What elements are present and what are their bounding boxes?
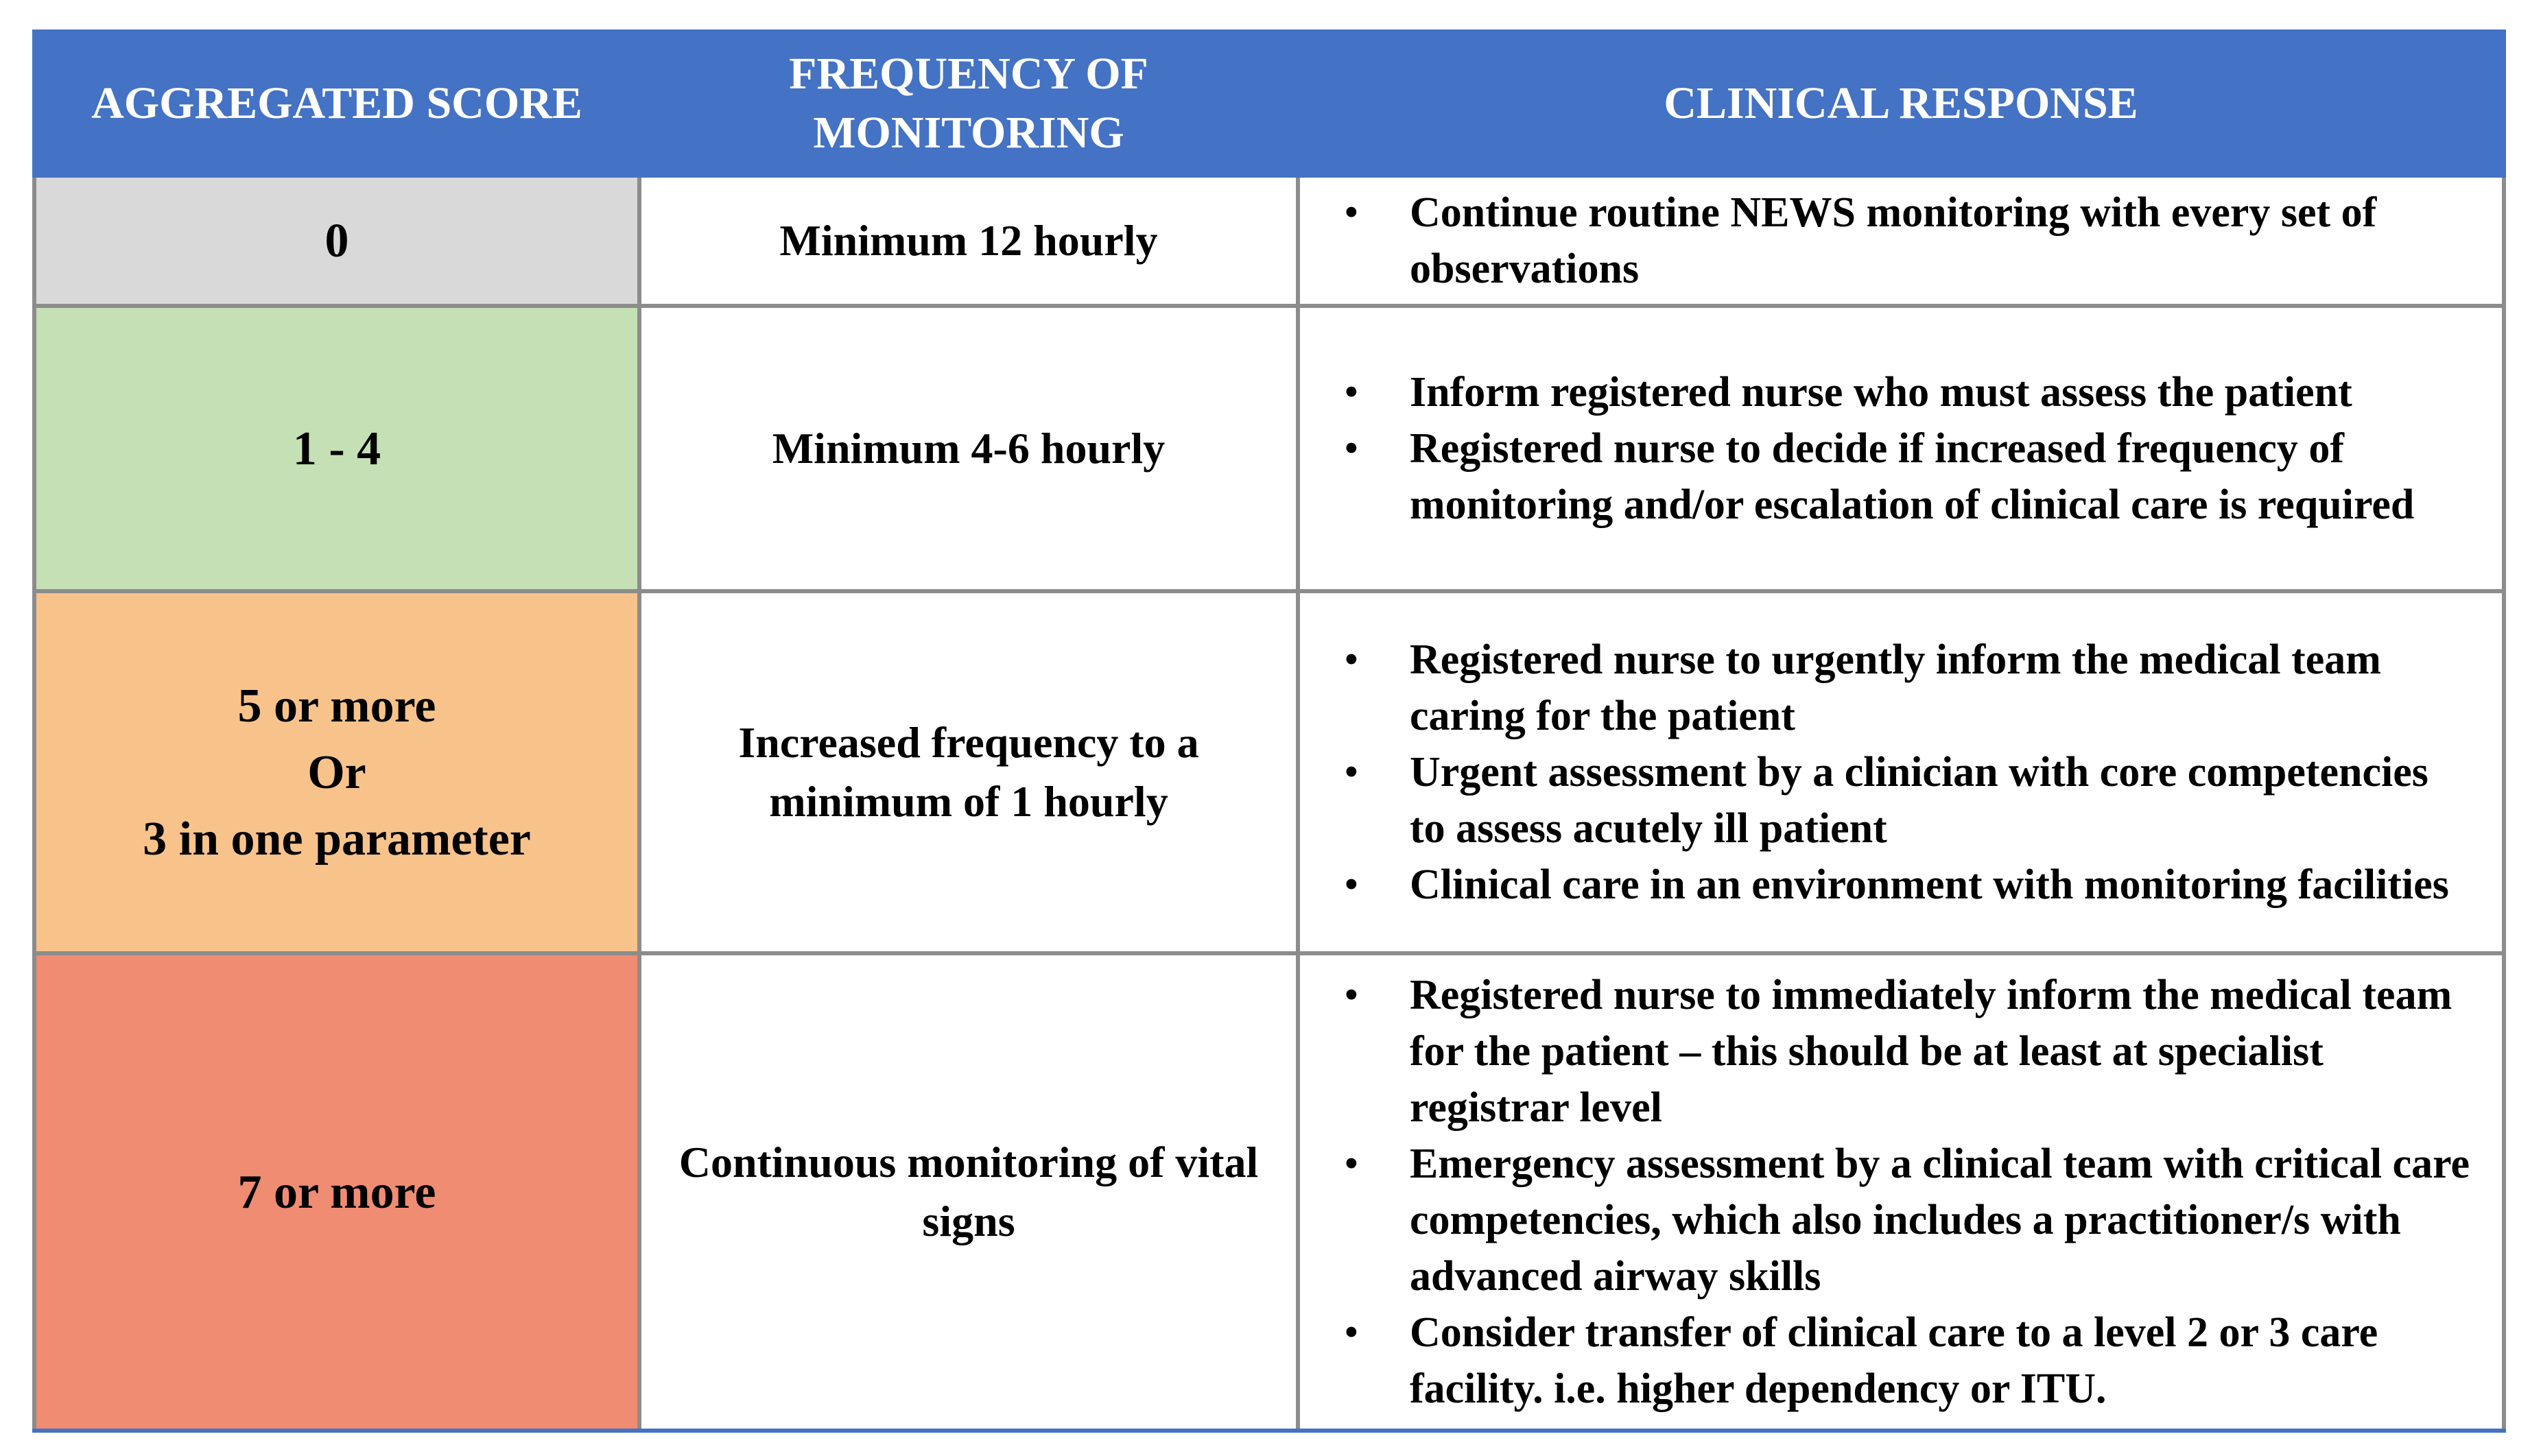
bullet-icon: • [1344, 189, 1359, 236]
bullet-icon: • [1344, 972, 1359, 1018]
table-row: 7 or more Continuous monitoring of vital… [32, 951, 2506, 1433]
response-item: • Emergency assessment by a clinical team… [1344, 1136, 2474, 1304]
table-row: 5 or more Or 3 in one parameter Increase… [32, 589, 2506, 955]
bullet-icon: • [1344, 425, 1359, 472]
response-item: • Inform registered nurse who must assess… [1344, 364, 2474, 420]
score-line: 0 [324, 214, 349, 267]
frequency-cell: Continuous monitoring of vital signs [637, 951, 1300, 1433]
score-cell-7-or-more: 7 or more [32, 951, 641, 1433]
bullet-icon: • [1344, 636, 1359, 683]
response-text: Consider transfer of clinical care to a … [1410, 1309, 2378, 1412]
table-row: 1 - 4 Minimum 4-6 hourly • Inform registe… [32, 304, 2506, 593]
response-list: • Registered nurse to immediately inform … [1300, 967, 2502, 1417]
frequency-cell: Increased frequency to a minimum of 1 ho… [637, 589, 1300, 955]
response-item: • Consider transfer of clinical care to a… [1344, 1304, 2474, 1417]
response-cell: • Registered nurse to urgently inform the… [1296, 589, 2506, 955]
response-item: • Clinical care in an environment with mo… [1344, 857, 2474, 913]
score-line: 1 - 4 [292, 422, 381, 475]
response-list: • Continue routine NEWS monitoring with e… [1300, 184, 2502, 297]
header-frequency-line1: FREQUENCY OF [789, 49, 1148, 99]
frequency-cell: Minimum 12 hourly [637, 174, 1300, 308]
header-frequency-of-monitoring: FREQUENCY OF MONITORING [637, 29, 1300, 178]
response-item: • Continue routine NEWS monitoring with e… [1344, 184, 2474, 297]
table-row: 0 Minimum 12 hourly • Continue routine NE… [32, 174, 2506, 308]
response-text: Continue routine NEWS monitoring with ev… [1410, 189, 2377, 292]
news-response-table: AGGREGATED SCORE FREQUENCY OF MONITORING… [32, 29, 2506, 1433]
score-line: 7 or more [237, 1165, 436, 1219]
response-item: • Registered nurse to decide if increased… [1344, 420, 2474, 533]
response-text: Clinical care in an environment with mon… [1410, 861, 2449, 908]
response-item: • Registered nurse to urgently inform the… [1344, 632, 2474, 744]
response-cell: • Registered nurse to immediately inform … [1296, 951, 2506, 1433]
response-item: • Urgent assessment by a clinician with c… [1344, 744, 2474, 857]
response-list: • Inform registered nurse who must assess… [1300, 364, 2502, 533]
header-row: AGGREGATED SCORE FREQUENCY OF MONITORING… [32, 29, 2506, 178]
score-cell-5-or-more: 5 or more Or 3 in one parameter [32, 589, 641, 955]
header-aggregated-score: AGGREGATED SCORE [32, 29, 641, 178]
bullet-icon: • [1344, 861, 1359, 908]
response-list: • Registered nurse to urgently inform the… [1300, 632, 2502, 913]
bullet-icon: • [1344, 1309, 1359, 1356]
bullet-icon: • [1344, 1141, 1359, 1187]
score-line: 3 in one parameter [143, 812, 531, 866]
bullet-icon: • [1344, 369, 1359, 416]
response-cell: • Continue routine NEWS monitoring with e… [1296, 174, 2506, 308]
response-text: Emergency assessment by a clinical team … [1410, 1141, 2470, 1300]
response-text: Urgent assessment by a clinician with co… [1410, 749, 2428, 852]
header-clinical-response: CLINICAL RESPONSE [1296, 29, 2506, 178]
score-cell-1-4: 1 - 4 [32, 304, 641, 593]
score-cell-0: 0 [32, 174, 641, 308]
frequency-cell: Minimum 4-6 hourly [637, 304, 1300, 593]
bullet-icon: • [1344, 749, 1359, 796]
response-text: Registered nurse to decide if increased … [1410, 425, 2415, 528]
response-cell: • Inform registered nurse who must assess… [1296, 304, 2506, 593]
header-frequency-line2: MONITORING [813, 108, 1124, 158]
score-line: 5 or more [237, 679, 436, 732]
response-text: Registered nurse to immediately inform t… [1410, 972, 2452, 1131]
response-text: Registered nurse to urgently inform the … [1410, 636, 2381, 739]
score-line: Or [307, 745, 366, 799]
response-text: Inform registered nurse who must assess … [1410, 369, 2352, 416]
response-item: • Registered nurse to immediately inform … [1344, 967, 2474, 1136]
